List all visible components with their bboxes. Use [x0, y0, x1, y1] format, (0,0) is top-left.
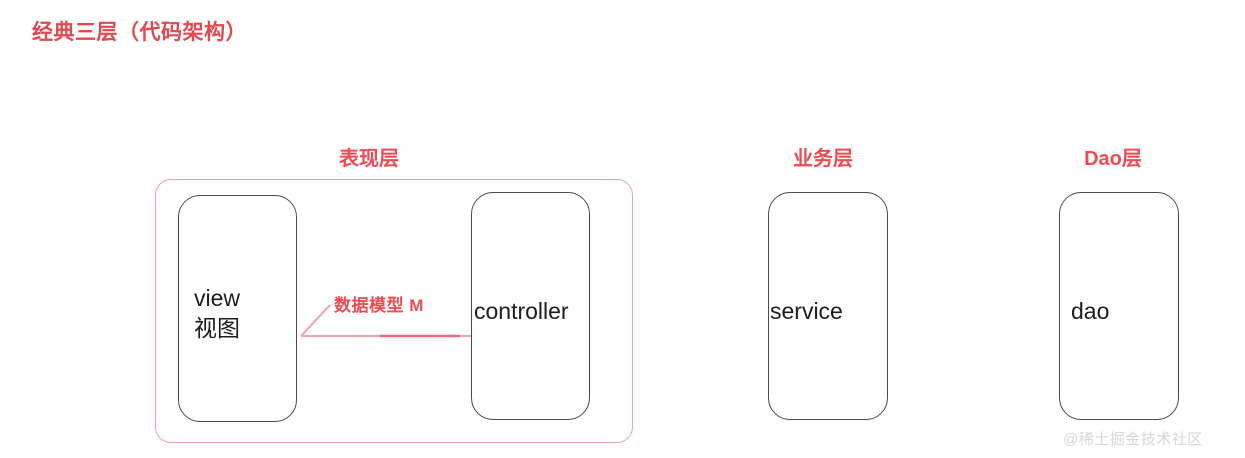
component-label-controller: controller — [474, 298, 569, 324]
data-model-arrow-label: 数据模型 M — [334, 296, 424, 315]
component-label-service: service — [770, 298, 843, 324]
layer-caption-dao: Dao层 — [1084, 148, 1142, 170]
presentation-layer-group-container — [155, 179, 633, 443]
component-label-view-line1: view — [194, 285, 241, 311]
component-label-view: view 视图 — [194, 283, 240, 344]
layer-caption-business: 业务层 — [793, 148, 853, 170]
component-box-service[interactable] — [768, 192, 888, 420]
component-label-view-line2: 视图 — [194, 315, 240, 342]
data-model-arrow-icon — [300, 304, 471, 338]
page-title: 经典三层（代码架构） — [32, 21, 247, 44]
component-box-view[interactable] — [178, 195, 297, 422]
component-box-controller[interactable] — [471, 192, 590, 420]
layer-caption-presentation: 表现层 — [339, 148, 399, 170]
component-label-dao: dao — [1071, 298, 1110, 324]
component-box-dao[interactable] — [1059, 192, 1179, 420]
watermark: @稀土掘金技术社区 — [1063, 431, 1203, 448]
